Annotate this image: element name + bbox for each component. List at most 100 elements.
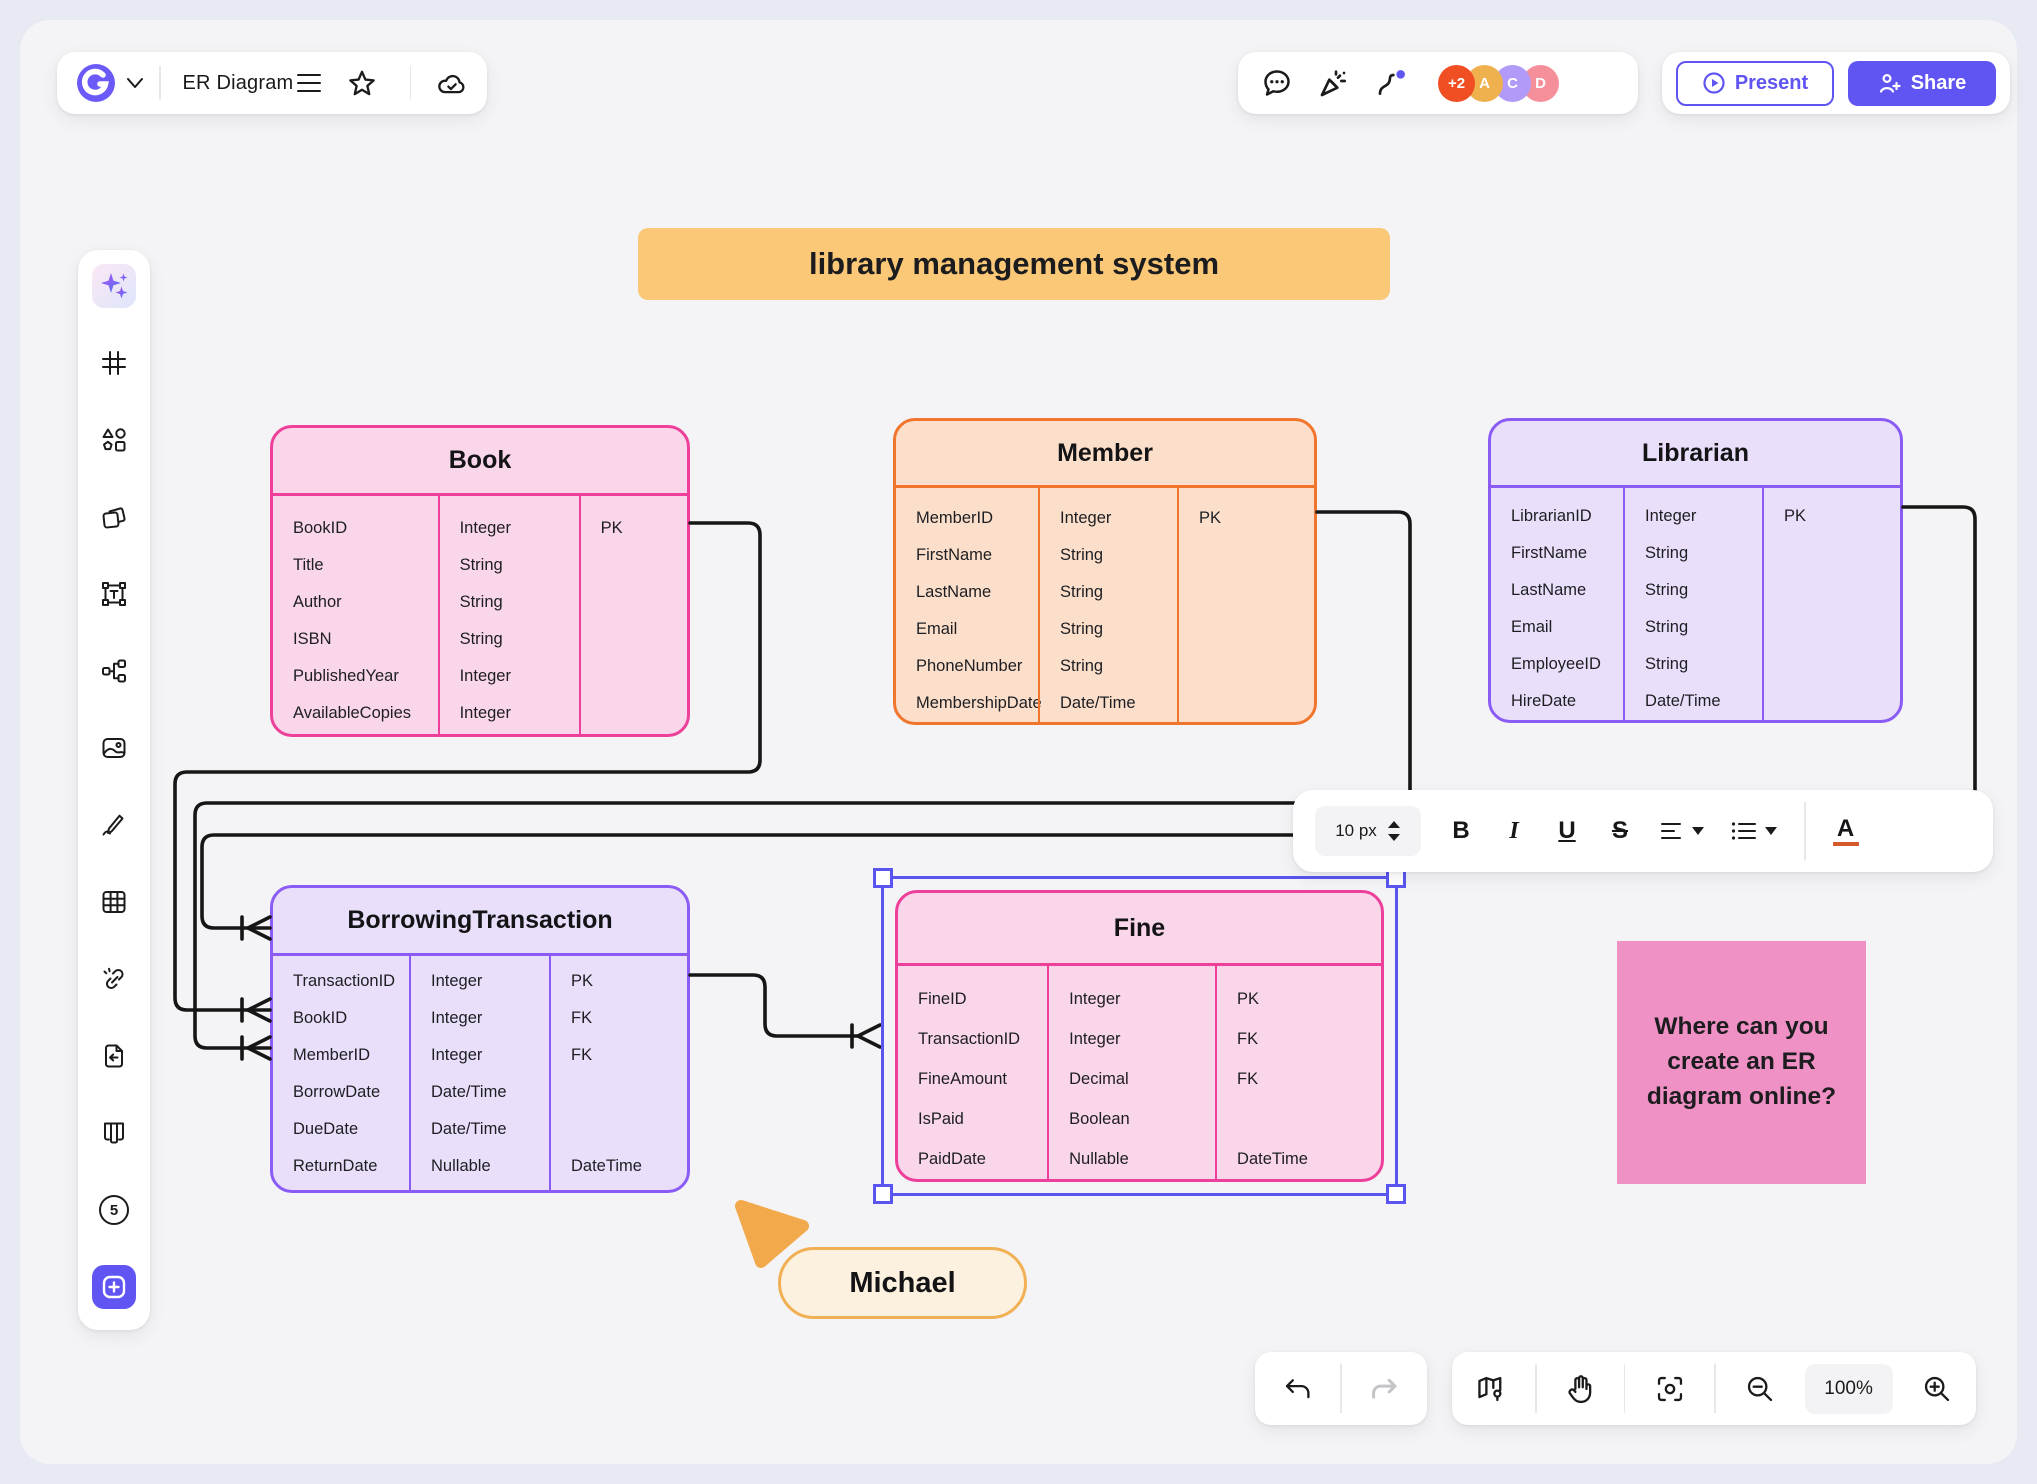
field-type: Integer	[1645, 507, 1697, 525]
app-logo[interactable]	[77, 64, 115, 102]
sticky-note[interactable]: Where can you create an ER diagram onlin…	[1617, 941, 1866, 1184]
zoom-in-button[interactable]	[1916, 1374, 1958, 1404]
field-type: Nullable	[431, 1157, 491, 1175]
minimap-button[interactable]	[1470, 1374, 1512, 1404]
comments-icon[interactable]	[1262, 68, 1292, 98]
field-key	[1764, 646, 1900, 683]
field-key	[1764, 683, 1900, 720]
document-title[interactable]: ER Diagram	[182, 71, 294, 94]
field-key	[1179, 611, 1314, 648]
field-name: AvailableCopies	[293, 704, 412, 722]
play-circle-icon	[1703, 72, 1725, 94]
field-type: Integer	[459, 704, 511, 722]
entity-borrowing-transaction-title: BorrowingTransaction	[347, 906, 613, 934]
sidebar-item-sticky-note[interactable]	[92, 495, 136, 539]
italic-button[interactable]: I	[1509, 817, 1519, 844]
field-type: Boolean	[1069, 1109, 1130, 1128]
image-icon	[102, 738, 126, 758]
sidebar-item-frame[interactable]	[92, 341, 136, 385]
field-key	[1764, 609, 1900, 646]
avatar[interactable]: +2	[1438, 64, 1475, 102]
hand-icon	[1568, 1374, 1592, 1403]
cursor-chat-icon[interactable]	[1376, 68, 1408, 98]
share-button[interactable]: Share	[1848, 60, 1996, 106]
field-key: DateTime	[1237, 1149, 1308, 1168]
field-name: BookID	[293, 519, 348, 537]
avatar-stack[interactable]: +2 A C D	[1438, 64, 1559, 102]
sidebar-item-table[interactable]	[92, 880, 136, 924]
sidebar-item-shapes[interactable]	[92, 418, 136, 462]
field-key: PK	[1237, 989, 1260, 1008]
field-key: PK	[600, 519, 623, 537]
sidebar-item-draw[interactable]	[92, 803, 136, 847]
field-name: IsPaid	[918, 1109, 964, 1128]
sidebar-item-connector[interactable]	[92, 649, 136, 693]
align-icon	[1661, 823, 1681, 839]
font-size-stepper[interactable]: 10 px	[1315, 806, 1421, 856]
field-key: FK	[571, 1046, 593, 1064]
sticky-note-icon	[102, 507, 126, 529]
text-color-button[interactable]: A	[1832, 816, 1859, 846]
person-plus-icon	[1879, 73, 1901, 93]
bold-button[interactable]: B	[1452, 817, 1470, 844]
table-icon	[102, 891, 126, 913]
sidebar-item-add[interactable]	[92, 1265, 136, 1309]
sidebar-item-link[interactable]	[92, 957, 136, 1001]
book-keys-column: PK	[578, 496, 687, 734]
field-name: FirstName	[916, 546, 993, 564]
favorite-star-icon[interactable]	[348, 70, 376, 97]
field-type: Date/Time	[1645, 692, 1721, 710]
zoom-level[interactable]: 100%	[1804, 1363, 1893, 1414]
field-name: DueDate	[293, 1120, 359, 1138]
field-key	[581, 547, 687, 584]
field-type: Nullable	[1069, 1149, 1129, 1168]
sidebar-item-pages[interactable]: 5	[92, 1188, 136, 1232]
field-type: String	[1645, 544, 1689, 562]
sidebar-item-ai[interactable]	[92, 264, 136, 308]
list-button[interactable]	[1731, 821, 1777, 841]
redo-button[interactable]	[1363, 1376, 1405, 1402]
undo-button[interactable]	[1277, 1376, 1319, 1402]
field-key	[1179, 685, 1314, 722]
field-name: FineID	[918, 989, 967, 1008]
chevron-down-icon[interactable]	[125, 76, 145, 90]
strikethrough-button[interactable]: S	[1611, 817, 1628, 844]
focus-frame-button[interactable]	[1649, 1374, 1691, 1404]
zoom-out-button[interactable]	[1739, 1374, 1781, 1404]
entity-fine-title: Fine	[1113, 913, 1166, 942]
field-type: String	[1060, 657, 1104, 675]
view-controls-bar: 100%	[1452, 1352, 1976, 1425]
pan-button[interactable]	[1560, 1374, 1600, 1404]
sidebar-item-import[interactable]	[92, 1034, 136, 1078]
chevron-down-icon	[1765, 827, 1777, 835]
present-button[interactable]: Present	[1676, 60, 1834, 106]
list-icon	[1731, 822, 1756, 840]
focus-frame-icon	[1657, 1376, 1682, 1401]
celebrate-icon[interactable]	[1318, 67, 1350, 99]
field-key: FK	[1237, 1069, 1259, 1088]
sidebar-item-image[interactable]	[92, 726, 136, 770]
field-type: Integer	[459, 519, 511, 537]
underline-button[interactable]: U	[1558, 817, 1576, 844]
shapes-icon	[102, 428, 126, 452]
sidebar-item-board[interactable]	[92, 1111, 136, 1155]
diagram-title-banner[interactable]: library management system	[638, 228, 1390, 300]
field-name: BookID	[293, 1009, 348, 1027]
field-type: Integer	[431, 972, 483, 990]
sidebar-item-text[interactable]	[92, 572, 136, 616]
text-icon	[102, 582, 126, 606]
history-bar	[1255, 1352, 1427, 1425]
menu-icon[interactable]	[296, 72, 322, 94]
field-name: ReturnDate	[293, 1157, 378, 1175]
field-name: FineAmount	[918, 1069, 1007, 1088]
field-type: Date/Time	[1060, 694, 1136, 712]
field-name: PublishedYear	[293, 667, 399, 685]
align-button[interactable]	[1660, 821, 1704, 841]
